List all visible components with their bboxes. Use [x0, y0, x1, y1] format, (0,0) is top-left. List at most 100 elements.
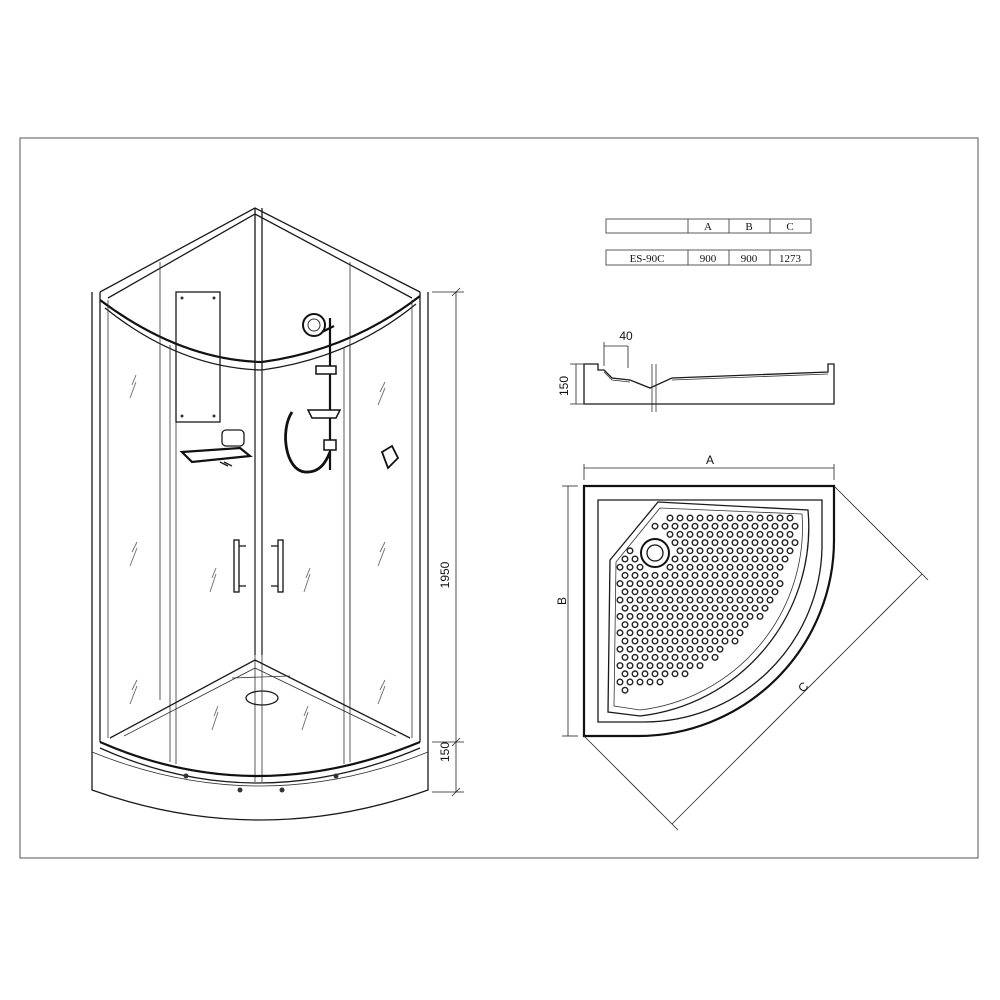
pattern-dot — [711, 571, 719, 579]
pattern-dot — [676, 629, 684, 637]
pattern-dot — [671, 637, 679, 645]
pattern-dot — [626, 645, 634, 653]
pattern-dot — [751, 555, 759, 563]
pattern-dot — [641, 621, 649, 629]
spec-table: A B C ES-90C 900 900 1273 — [605, 218, 812, 266]
mirror-panel — [175, 291, 221, 423]
pattern-dot — [761, 604, 769, 612]
pattern-dot — [756, 547, 764, 555]
pattern-dot — [636, 629, 644, 637]
pattern-dot — [686, 563, 694, 571]
pattern-dot — [751, 571, 759, 579]
pattern-dot — [651, 637, 659, 645]
pattern-dot — [726, 530, 734, 538]
pattern-dot — [731, 571, 739, 579]
pattern-dot — [621, 637, 629, 645]
pattern-dot — [686, 580, 694, 588]
pattern-dot — [671, 604, 679, 612]
pattern-dot — [646, 662, 654, 670]
pattern-dot — [726, 612, 734, 620]
table-header-a: A — [704, 221, 712, 233]
pattern-dot — [791, 522, 799, 530]
pattern-dot — [651, 670, 659, 678]
rim-width-label: 40 — [619, 329, 633, 343]
pattern-dot — [741, 539, 749, 547]
pattern-dot — [701, 571, 709, 579]
pattern-dot — [641, 588, 649, 596]
pattern-dot — [616, 563, 624, 571]
pattern-dot — [666, 514, 674, 522]
pattern-dot — [751, 604, 759, 612]
pattern-dot — [681, 637, 689, 645]
pattern-dot — [741, 571, 749, 579]
pattern-dot — [681, 555, 689, 563]
pattern-dot — [731, 588, 739, 596]
pattern-dot — [631, 670, 639, 678]
pattern-dot — [746, 530, 754, 538]
pattern-dot — [671, 653, 679, 661]
pattern-dot — [681, 522, 689, 530]
dim-c-label: C — [795, 679, 811, 695]
pattern-dot — [736, 530, 744, 538]
pattern-dot — [726, 563, 734, 571]
pattern-dot — [661, 588, 669, 596]
pattern-dot — [671, 670, 679, 678]
pattern-dot — [711, 637, 719, 645]
pattern-dot — [661, 571, 669, 579]
table-model: ES-90C — [630, 253, 665, 265]
table-header-c: C — [786, 221, 793, 233]
pattern-dot — [636, 645, 644, 653]
pattern-dot — [636, 678, 644, 686]
pattern-dot — [641, 653, 649, 661]
pattern-dot — [771, 555, 779, 563]
pattern-dot — [676, 645, 684, 653]
pattern-dot — [731, 604, 739, 612]
pattern-dot — [701, 522, 709, 530]
pattern-dot — [651, 653, 659, 661]
pattern-dot — [666, 596, 674, 604]
pattern-dot — [741, 588, 749, 596]
pattern-dot — [726, 514, 734, 522]
pattern-dot — [661, 670, 669, 678]
pattern-dot — [661, 637, 669, 645]
pattern-dot — [731, 522, 739, 530]
pattern-dot — [761, 555, 769, 563]
pattern-dot — [691, 539, 699, 547]
pattern-dot — [721, 588, 729, 596]
pattern-dot — [686, 645, 694, 653]
pattern-dot — [776, 563, 784, 571]
pattern-dot — [626, 580, 634, 588]
pattern-dot — [666, 580, 674, 588]
pattern-dot — [701, 588, 709, 596]
pattern-dot — [741, 555, 749, 563]
pattern-dot — [616, 612, 624, 620]
pattern-dot — [716, 596, 724, 604]
pattern-dot — [716, 629, 724, 637]
pattern-dot — [631, 621, 639, 629]
pattern-dot — [746, 563, 754, 571]
pattern-dot — [646, 678, 654, 686]
pattern-dot — [631, 571, 639, 579]
pattern-dot — [691, 604, 699, 612]
pattern-dot — [656, 645, 664, 653]
pattern-dot — [721, 604, 729, 612]
pattern-dot — [711, 539, 719, 547]
height-label: 1950 — [438, 561, 452, 588]
pattern-dot — [626, 596, 634, 604]
pattern-dot — [631, 653, 639, 661]
pattern-dot — [681, 571, 689, 579]
pattern-dot — [671, 621, 679, 629]
cabin-front-view — [91, 207, 429, 821]
pattern-dot — [706, 514, 714, 522]
pattern-dot — [696, 530, 704, 538]
pattern-dot — [691, 637, 699, 645]
pattern-dot — [701, 621, 709, 629]
pattern-dot — [676, 563, 684, 571]
tray-plan-view: A B C — [555, 453, 929, 831]
front-view-dimensions: 1950 150 — [432, 287, 464, 797]
pattern-dot — [706, 596, 714, 604]
pattern-dot — [766, 563, 774, 571]
pattern-dot — [766, 514, 774, 522]
pattern-dot — [776, 547, 784, 555]
pattern-dot — [686, 514, 694, 522]
